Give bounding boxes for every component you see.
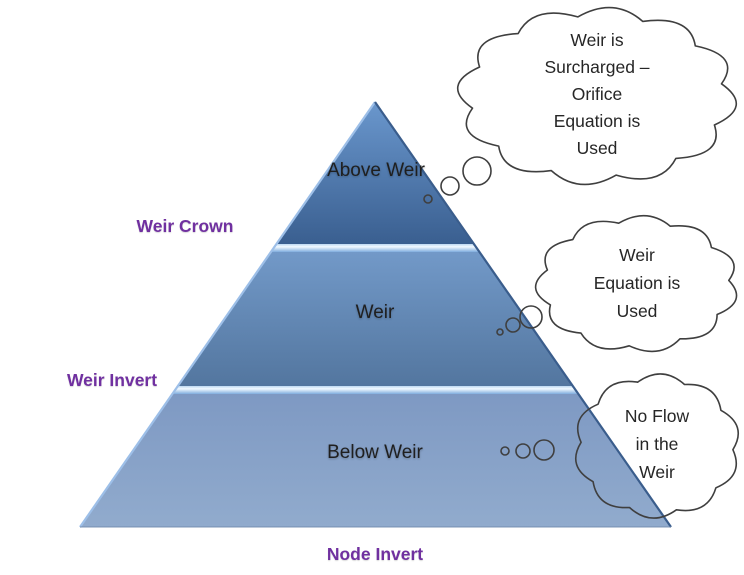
thought-bubble bbox=[515, 443, 531, 459]
thought-clouds bbox=[423, 6, 740, 519]
callout-line: Weir is bbox=[570, 30, 624, 50]
pyramid-section-above-weir bbox=[276, 102, 474, 244]
callout-line: in the bbox=[635, 434, 679, 454]
pyramid-left-edge bbox=[79, 101, 376, 528]
thought-bubble bbox=[440, 176, 460, 196]
weir-crown-divider bbox=[270, 244, 480, 252]
thought-bubble bbox=[505, 317, 521, 333]
callout-text-surcharged: Weir is Surcharged – Orifice Equation is… bbox=[497, 27, 697, 162]
callout-cloud-no-flow bbox=[574, 373, 740, 519]
pyramid-section-below-weir bbox=[80, 394, 671, 527]
node-invert-label: Node Invert bbox=[326, 544, 424, 564]
thought-bubble bbox=[533, 439, 555, 461]
callout-line: Orifice bbox=[571, 84, 623, 104]
callout-cloud-weir-equation bbox=[534, 215, 738, 353]
callout-line: Weir bbox=[639, 462, 675, 482]
thought-bubble bbox=[500, 446, 510, 456]
callout-line: Used bbox=[616, 301, 658, 321]
callout-line: Equation is bbox=[593, 273, 681, 293]
weir-invert-divider bbox=[172, 386, 579, 394]
thought-bubble bbox=[496, 328, 504, 336]
callout-text-weir-equation: Weir Equation is Used bbox=[537, 241, 737, 325]
thought-bubble bbox=[462, 156, 492, 186]
callout-text-no-flow: No Flow in the Weir bbox=[577, 402, 737, 486]
thought-bubble bbox=[519, 305, 543, 329]
callout-line: Used bbox=[576, 138, 618, 158]
callout-line: No Flow bbox=[624, 406, 690, 426]
weir-label: Weir bbox=[355, 302, 395, 323]
pyramid-section-weir bbox=[177, 252, 573, 386]
pyramid-right-edge bbox=[374, 101, 672, 528]
callout-line: Surcharged – bbox=[544, 57, 650, 77]
pyramid bbox=[79, 101, 672, 528]
callout-cloud-surcharged bbox=[456, 6, 738, 186]
above-weir-label: Above Weir bbox=[327, 160, 425, 181]
callout-line: Equation is bbox=[553, 111, 641, 131]
thought-bubble bbox=[423, 194, 433, 204]
weir-crown-label: Weir Crown bbox=[136, 216, 234, 236]
weir-invert-label: Weir Invert bbox=[66, 370, 158, 390]
below-weir-label: Below Weir bbox=[327, 442, 423, 463]
callout-line: Weir bbox=[619, 245, 655, 265]
